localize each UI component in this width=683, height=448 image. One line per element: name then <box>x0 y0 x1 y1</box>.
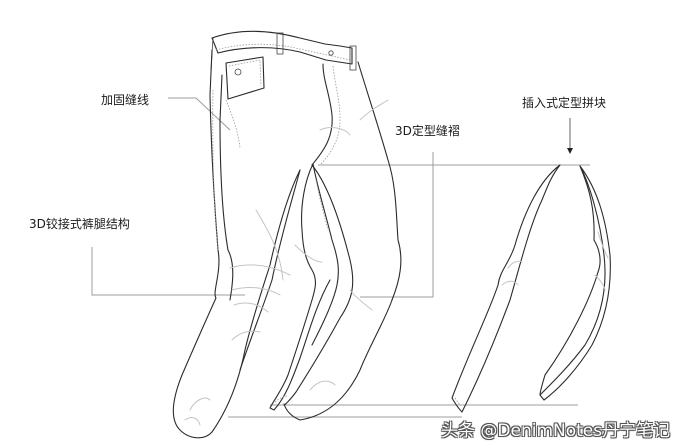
jeans-main <box>172 30 402 439</box>
leader-lines <box>91 97 590 418</box>
label-shaped-insert: 插入式定型拼块 <box>522 96 607 110</box>
label-shaped-dart: 3D定型缝褶 <box>395 124 460 138</box>
label-reinforced-seam: 加固缝线 <box>101 93 150 107</box>
watermark-text: 头条 @DenimNotes丹宁笔记 <box>441 421 671 441</box>
label-articulated-leg: 3D铰接式裤腿结构 <box>29 217 130 231</box>
insert-piece <box>451 164 611 413</box>
